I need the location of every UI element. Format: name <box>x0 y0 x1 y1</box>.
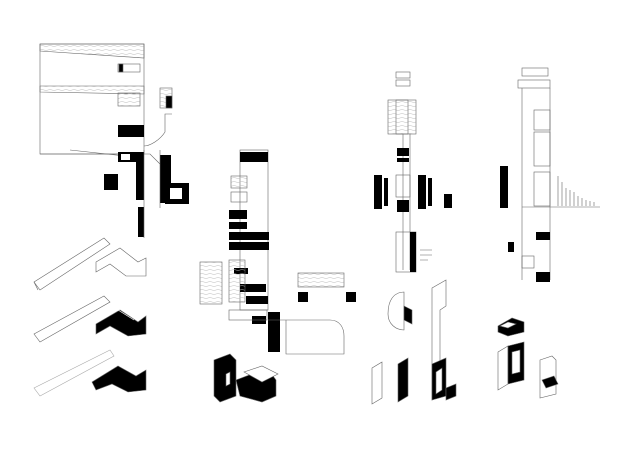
stair-elevation <box>199 149 356 355</box>
tower-system-panel <box>497 67 600 399</box>
axo-solid-bottom <box>33 349 147 397</box>
section-blocks <box>104 125 189 237</box>
axo-solid-mid <box>33 295 147 343</box>
bracket-system-panel <box>33 43 189 397</box>
stair-axonometric <box>213 353 279 403</box>
elevation-drawing <box>39 43 173 165</box>
top-beam <box>39 43 145 59</box>
column-fins <box>374 175 452 212</box>
stair-system-panel <box>199 149 356 403</box>
column-elevation <box>374 71 452 273</box>
tower-axonometric <box>497 317 559 399</box>
axonometric-views <box>33 237 147 397</box>
column-system-panel <box>371 71 457 405</box>
axo-wireframe-top <box>33 237 147 291</box>
tower-elevation <box>500 67 600 282</box>
column-axonometric <box>371 279 457 405</box>
mid-beam <box>39 85 145 95</box>
tower-ribs <box>557 176 595 206</box>
section-lines <box>143 150 161 238</box>
